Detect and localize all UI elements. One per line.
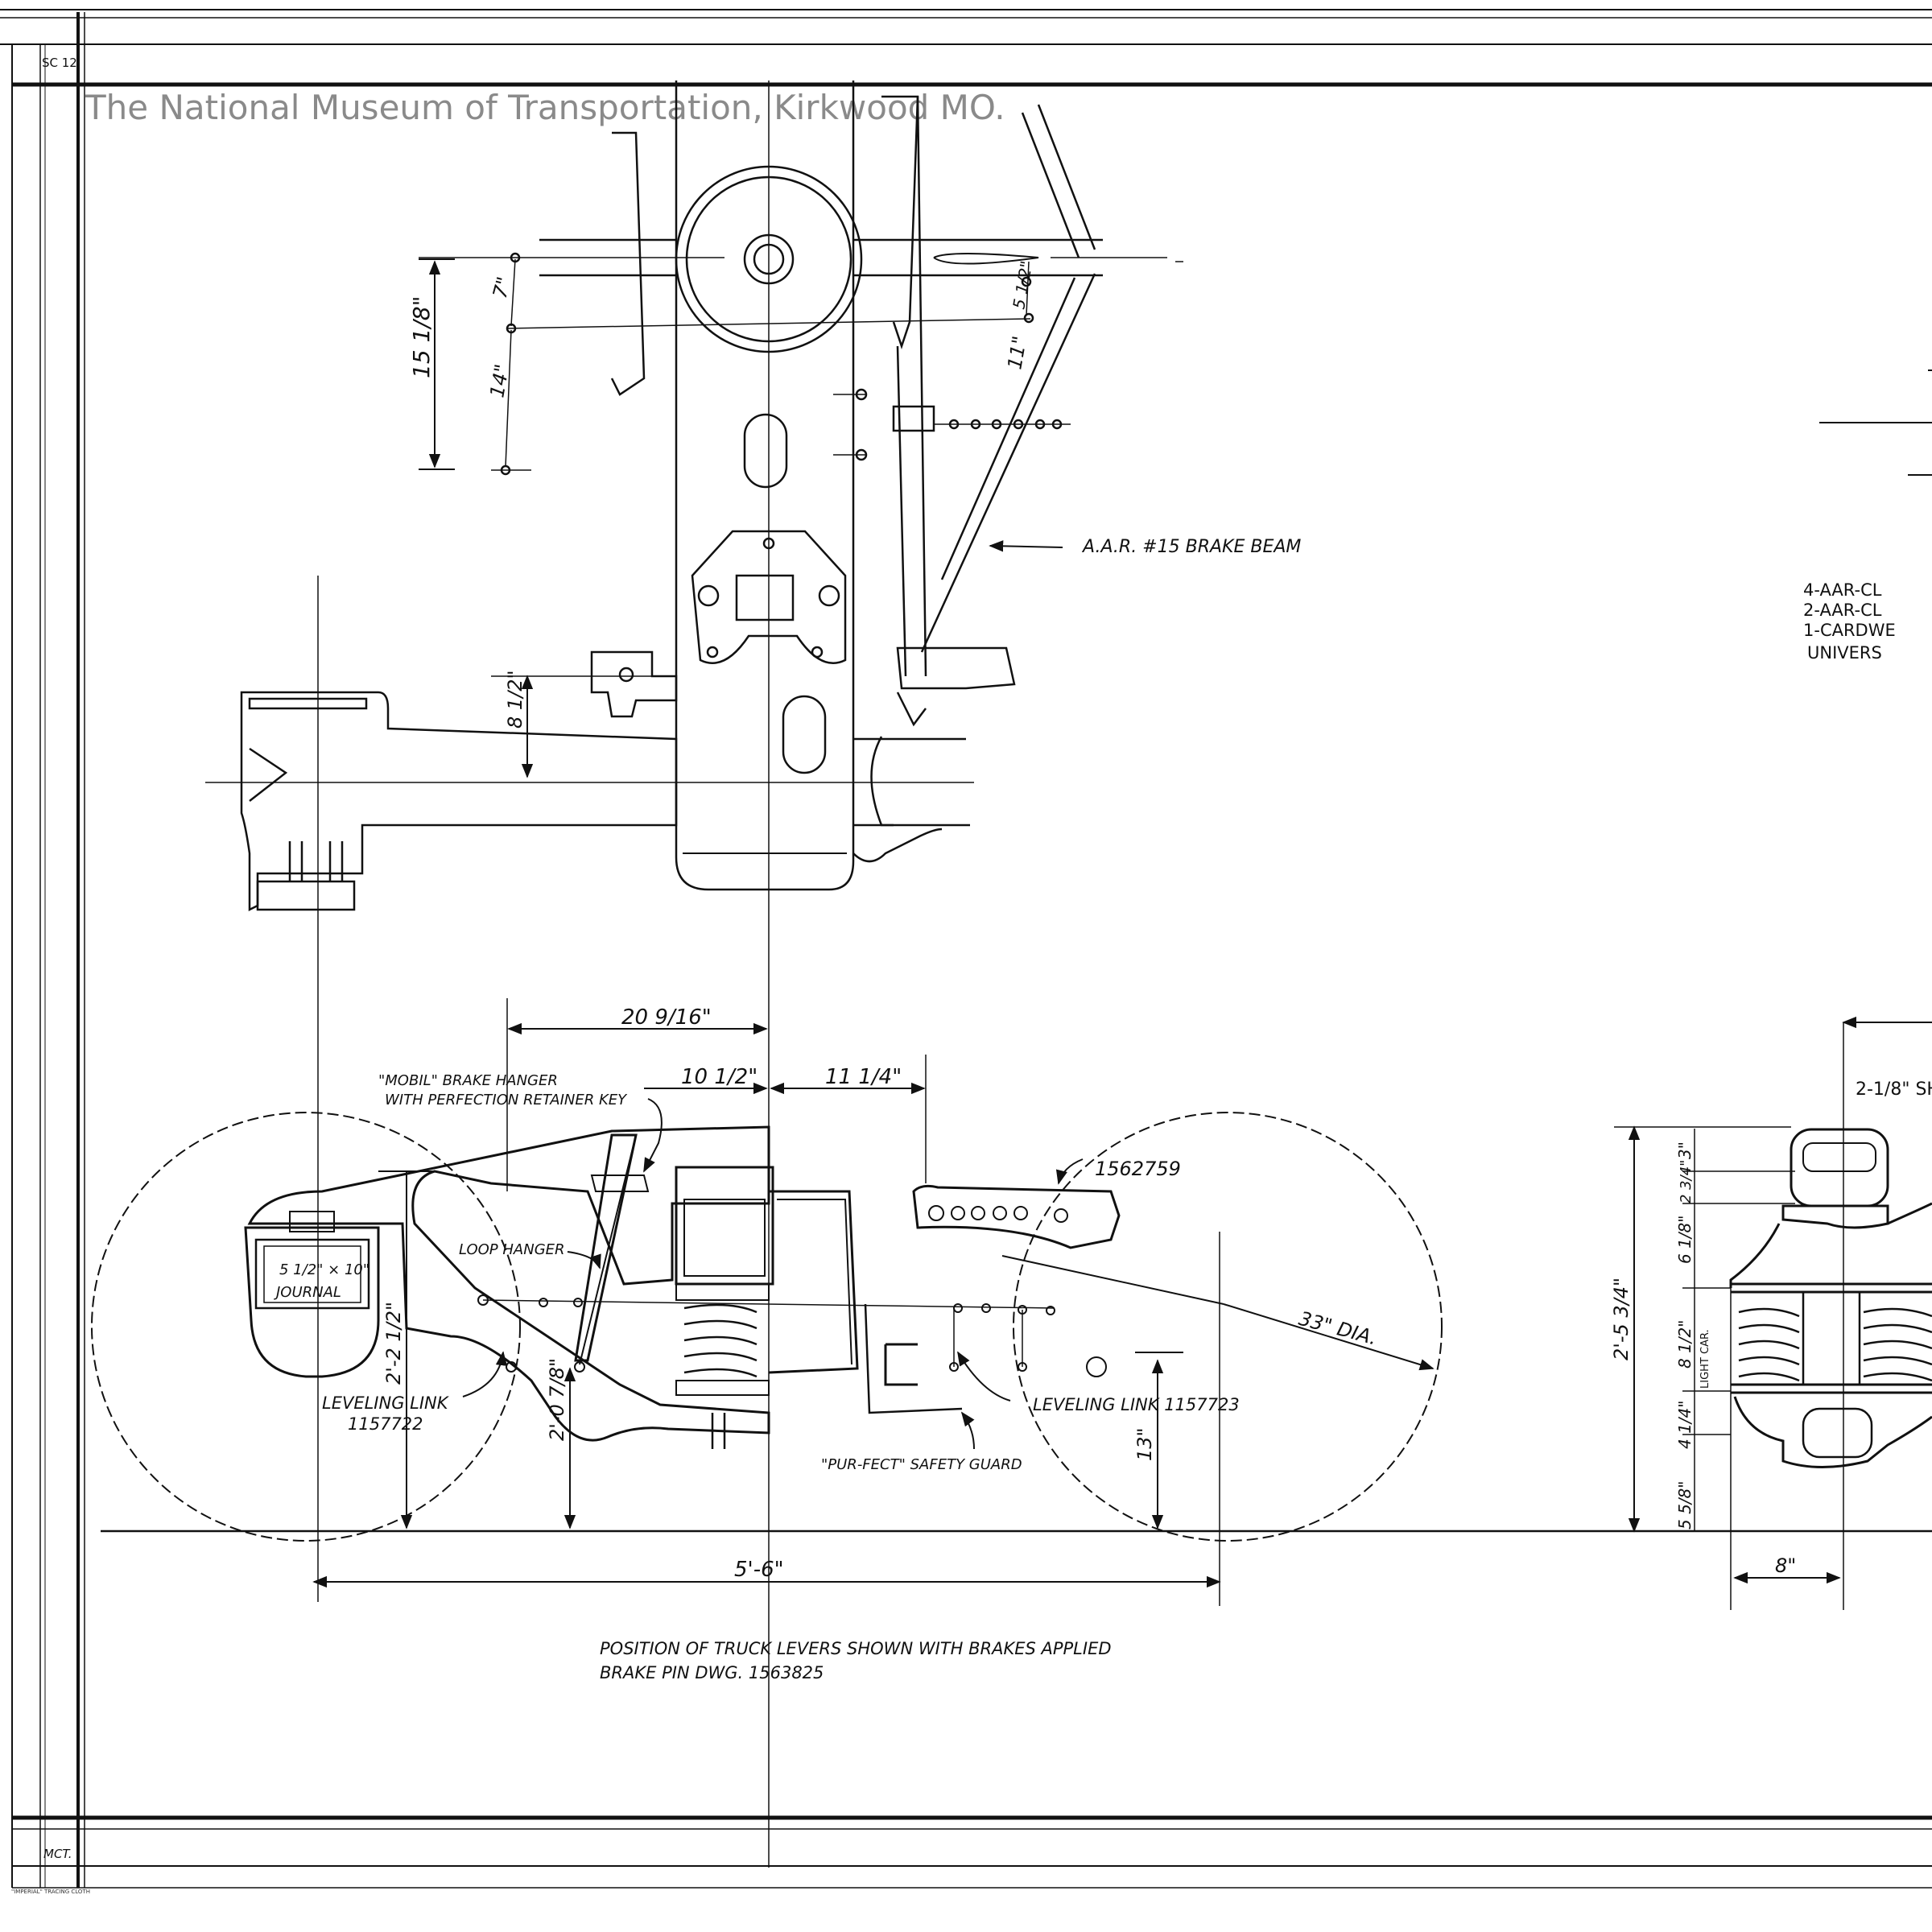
plan-view-dimensions xyxy=(419,258,1063,778)
sheet-border xyxy=(0,9,1932,1889)
dim-11-inch: 11" xyxy=(1003,334,1031,371)
section-view-labels: 3" 2 3/4" 6 1/8" 8 1/2" LIGHT CAR. 4 1/4… xyxy=(1610,1080,1932,1577)
leveling-link-left-number: 1157722 xyxy=(348,1414,423,1434)
part-number-label: 1562759 xyxy=(1095,1158,1181,1180)
elevation-view-truck xyxy=(91,998,1932,1606)
section-dim-2-5: 2'-5 3/4" xyxy=(1610,1278,1633,1360)
dim-20-inch: 20 9/16" xyxy=(621,1005,712,1030)
spec-note-2: 2-AAR-CL xyxy=(1803,601,1882,620)
loop-hanger-label: LOOP HANGER xyxy=(459,1241,565,1258)
mobil-hanger-label-1: "MOBIL" BRAKE HANGER xyxy=(378,1072,558,1089)
section-dim-3: 3" xyxy=(1675,1141,1695,1159)
safety-guard-label: "PUR-FECT" SAFETY GUARD xyxy=(821,1456,1022,1473)
caption-line-1: POSITION OF TRUCK LEVERS SHOWN WITH BRAK… xyxy=(600,1639,1112,1658)
section-dim-5-58: 5 5/8" xyxy=(1675,1481,1695,1530)
museum-watermark: The National Museum of Transportation, K… xyxy=(85,88,1005,127)
leveling-link-left-label: LEVELING LINK xyxy=(322,1393,450,1413)
right-wheel xyxy=(1013,1112,1443,1542)
dim-11-inch: 11 1/4" xyxy=(825,1065,902,1089)
section-view-truck xyxy=(1614,1016,1932,1610)
cloth-stamp: "IMPERIAL" TRACING CLOTH xyxy=(11,1889,90,1895)
elevation-dimensions xyxy=(312,1022,1435,1588)
section-dim-8-light: 8 1/2" xyxy=(1675,1320,1695,1368)
elevation-labels: 20 9/16" 10 1/2" 11 1/4" 2'-2 1/2" 2'-0 … xyxy=(274,1005,1380,1682)
drafter-initials: MCT. xyxy=(43,1847,72,1861)
sheet-code: SC 12 xyxy=(42,56,77,70)
mobil-hanger-label-2: WITH PERFECTION RETAINER KEY xyxy=(385,1092,628,1108)
section-dim-4: 4 1/4" xyxy=(1675,1401,1695,1449)
dim-10-inch: 10 1/2" xyxy=(681,1065,758,1089)
section-light-car: LIGHT CAR. xyxy=(1699,1329,1711,1389)
plan-view-labels: 7" 15 1/8" 14" 5 1/2" 11" 8 1/2" A.A.R. … xyxy=(408,259,1301,729)
leveling-link-right-label: LEVELING LINK 1157723 xyxy=(1033,1395,1240,1414)
spec-note-1: 4-AAR-CL xyxy=(1803,580,1882,600)
dim-2-0-inch: 2'-0 7/8" xyxy=(546,1358,568,1441)
dim-13-inch: 13" xyxy=(1133,1427,1156,1461)
section-dim-2-3: 2 3/4" xyxy=(1678,1160,1695,1203)
plan-view-truck xyxy=(205,80,1932,1868)
dim-5-6: 5'-6" xyxy=(734,1558,784,1582)
spec-note-3: 1-CARDWE xyxy=(1803,621,1896,640)
dim-5-inch: 5 1/2" xyxy=(1009,259,1036,311)
journal-label: JOURNAL xyxy=(274,1284,341,1301)
dim-33-dia: 33" DIA. xyxy=(1296,1307,1379,1350)
dim-7-inch: 7" xyxy=(489,275,516,301)
caption-line-2: BRAKE PIN DWG. 1563825 xyxy=(600,1663,824,1682)
section-dim-6: 6 1/8" xyxy=(1675,1216,1695,1264)
dim-14-inch: 14" xyxy=(485,362,514,399)
spec-notes: 4-AAR-CL 2-AAR-CL 1-CARDWE UNIVERS xyxy=(1803,580,1896,663)
dim-8-inch: 8 1/2" xyxy=(504,670,526,729)
section-dim-8: 8" xyxy=(1775,1554,1796,1577)
dim-2-2-inch: 2'-2 1/2" xyxy=(382,1302,405,1385)
left-wheel xyxy=(91,1112,521,1542)
dim-15-inch: 15 1/8" xyxy=(408,296,435,378)
section-dim-2-18: 2-1/8" SH xyxy=(1856,1080,1932,1100)
brake-beam-note: A.A.R. #15 BRAKE BEAM xyxy=(1081,537,1301,557)
journal-size-label: 5 1/2" × 10" xyxy=(279,1261,369,1278)
spec-note-4: UNIVERS xyxy=(1807,643,1882,663)
